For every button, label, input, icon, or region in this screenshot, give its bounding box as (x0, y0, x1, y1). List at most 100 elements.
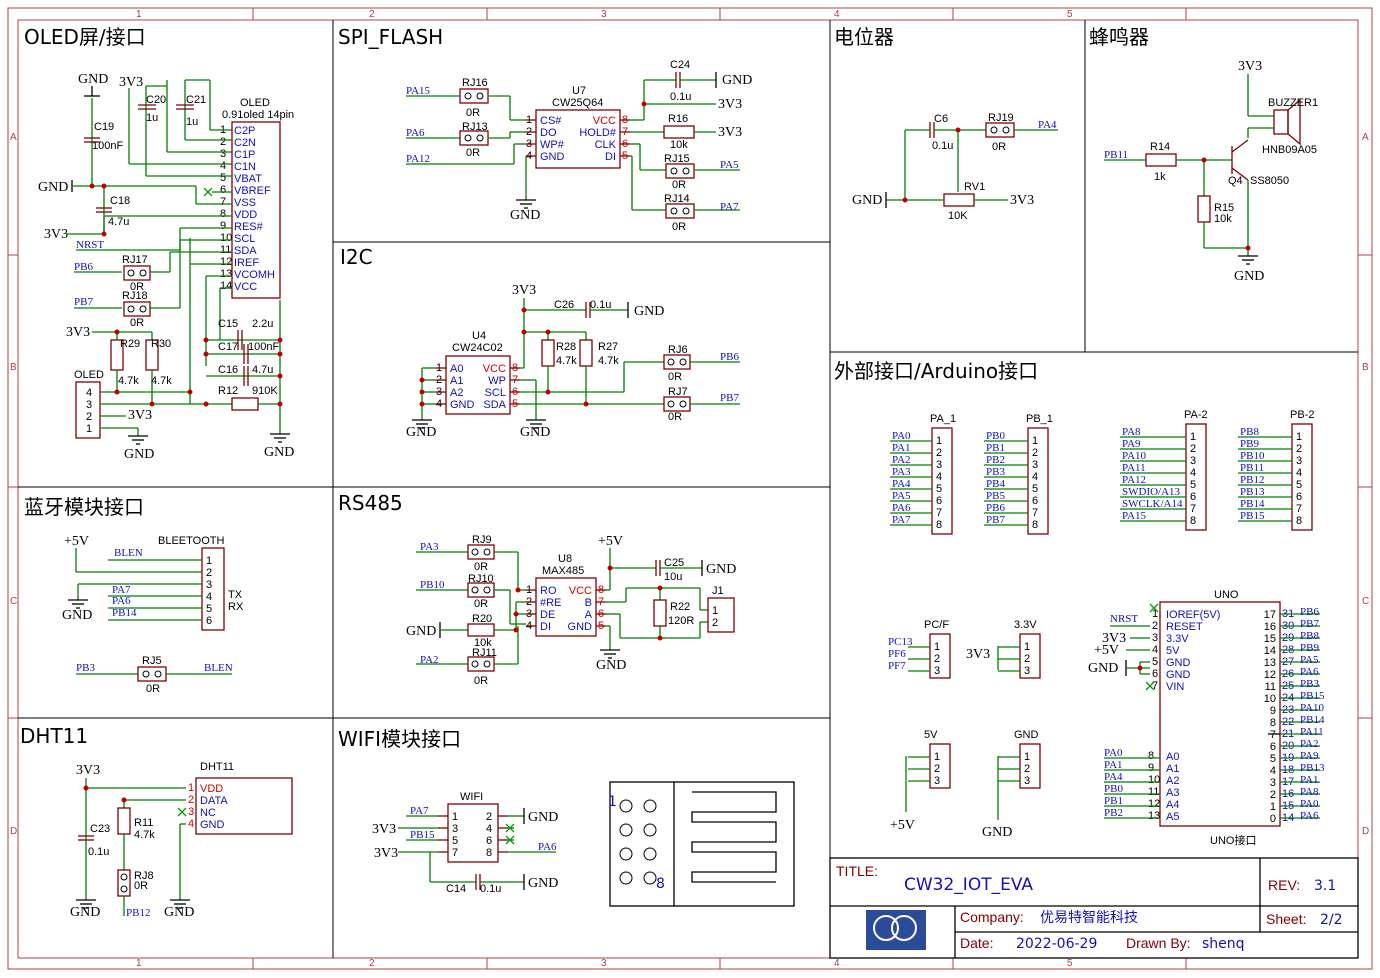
wifi-pb15-net: PB15 (410, 829, 435, 841)
ext-pa2-net-4: PA11 (1122, 462, 1146, 474)
ext-c33-name: 3.3V (1014, 619, 1037, 631)
ext-cgnd-pin-2: 2 (1024, 763, 1030, 775)
ext-pb2-pin-7: 7 (1296, 503, 1302, 515)
c15-value: 2.2u (252, 318, 273, 330)
ruler-row-d-right: D (1362, 826, 1369, 837)
uno-pin-num-r11: 7 (1270, 729, 1276, 741)
r14-value: 1k (1154, 171, 1166, 183)
ext-3v3-power: 3V3 (966, 647, 990, 662)
pot-3v3-label: 3V3 (1010, 193, 1034, 208)
uno-pin-a1: A1 (1166, 763, 1179, 775)
bt-ref: BLEETOOTH (158, 535, 224, 547)
uno-label: UNO接口 (1210, 834, 1256, 847)
u8-pin-vcc: VCC (569, 585, 592, 597)
ext-pb1-net-4: PB3 (986, 466, 1005, 478)
pot-pa4-net: PA4 (1038, 119, 1057, 131)
dht-pin-num-1: 1 (188, 782, 194, 794)
uno-pin-ioref5v: IOREF(5V) (1166, 609, 1220, 621)
ext-pcf-net-3: PF7 (888, 660, 906, 672)
rj8-value: 0R (134, 880, 148, 892)
ext-pb2-body (1291, 423, 1313, 531)
rj17-ref: RJ17 (122, 254, 148, 266)
rj6-value: 0R (668, 371, 682, 383)
rj13-ref: RJ13 (462, 121, 488, 133)
u4-pin-vcc: VCC (483, 363, 506, 375)
ext-pa1-pin-3: 3 (936, 459, 942, 471)
ruler-col-3: 3 (601, 9, 607, 20)
uno-net-r14: PB13 (1300, 762, 1325, 774)
oled-ref: OLED (240, 97, 270, 109)
oled-pin-8: VDD (234, 209, 257, 221)
bt-pin-4: 4 (206, 591, 212, 603)
ruler-labels: 1 2 3 4 5 1 2 3 4 5 A B C D A B C D (10, 9, 1369, 969)
ext-pb2-net-6: PB13 (1240, 486, 1265, 498)
ext-c33-pin-3: 3 (1024, 665, 1030, 677)
ext-pa2-pin-4: 4 (1190, 467, 1196, 479)
pot-gnd-label: GND (852, 193, 882, 208)
oled-pb6-net: PB6 (74, 261, 93, 273)
oled-pin-4: C1N (234, 161, 256, 173)
bt-5v-label: +5V (64, 534, 89, 549)
r30-value: 4.7k (151, 375, 172, 387)
rs485-pa3-net: PA3 (420, 541, 439, 553)
wifi-gnd-label: GND (528, 876, 558, 891)
ext-pa2-pin-2: 2 (1190, 443, 1196, 455)
ext-pb1-name: PB_1 (1026, 413, 1053, 425)
tb-date-label: Date: (960, 935, 993, 951)
ext-pa2-net-1: PA8 (1122, 426, 1141, 438)
uno-pin-num-r3: 15 (1264, 633, 1276, 645)
wifi-pa6-net: PA6 (538, 841, 557, 853)
ext-pa2-pin-6: 6 (1190, 491, 1196, 503)
uno-pin-num-a5: 12 (1148, 798, 1160, 810)
ext-pb2-net-1: PB8 (1240, 426, 1259, 438)
c6-ref: C6 (934, 113, 948, 125)
r28-ref: R28 (556, 341, 576, 353)
u7-pin-wp: WP# (540, 139, 565, 151)
wifi-pin-r2: 4 (486, 823, 492, 835)
ext-pcf-pin-1: 1 (934, 641, 940, 653)
uno-pin-num-r12: 6 (1270, 741, 1276, 753)
uno-net-r8: PB15 (1300, 690, 1325, 702)
sheet-frame (7, 7, 1373, 970)
dht-pb12-net: PB12 (126, 907, 150, 919)
ext-pb1-pin-3: 3 (1032, 459, 1038, 471)
uno-pin-num-l7: 7 (1152, 680, 1158, 692)
u8-pin-b: B (585, 597, 592, 609)
rj19-value: 0R (992, 141, 1006, 153)
wifi-pin-l4: 7 (452, 847, 458, 859)
buzzer-ref: BUZZER1 (1268, 97, 1318, 109)
rj16-ref: RJ16 (462, 77, 488, 89)
rj18-value: 0R (130, 317, 144, 329)
oled-gnd4-label: GND (124, 447, 154, 462)
u7-pin-clk: CLK (595, 139, 617, 151)
bt-pa7-net: PA7 (112, 584, 131, 596)
uno-net-l3: PA4 (1104, 771, 1123, 783)
c14-value: 0.1u (480, 883, 501, 895)
oled-pin-10: SCL (234, 233, 255, 245)
oled-pin-num-13: 13 (220, 268, 232, 280)
rj7-ref: RJ7 (668, 386, 688, 398)
u7-ref: U7 (572, 85, 586, 97)
uno-pin-33v: 3.3V (1166, 633, 1189, 645)
oled-pin-12: IREF (234, 257, 259, 269)
uno-net-r11: PA11 (1300, 726, 1324, 738)
r14-ref: R14 (1150, 141, 1170, 153)
ruler-row-c-right: C (1362, 596, 1369, 607)
oled-nrst-net: NRST (76, 239, 104, 251)
rj10-value: 0R (474, 598, 488, 610)
section-title-buzzer: 蜂鸣器 (1089, 25, 1149, 49)
ruler-row-c: C (10, 596, 17, 607)
i2c-3v3-label: 3V3 (512, 283, 536, 298)
tb-title: CW32_IOT_EVA (904, 875, 1033, 895)
ruler-row-a: A (10, 132, 17, 143)
ext-pa1-net-4: PA3 (892, 466, 911, 478)
c25-value: 10u (664, 571, 682, 583)
oled-pin-num-4: 4 (220, 160, 226, 172)
u7-name: CW25Q64 (552, 97, 603, 109)
title-block: TITLE: CW32_IOT_EVA REV: 3.1 Company: 优易… (829, 857, 1359, 959)
ext-pa1-net-7: PA6 (892, 502, 911, 514)
